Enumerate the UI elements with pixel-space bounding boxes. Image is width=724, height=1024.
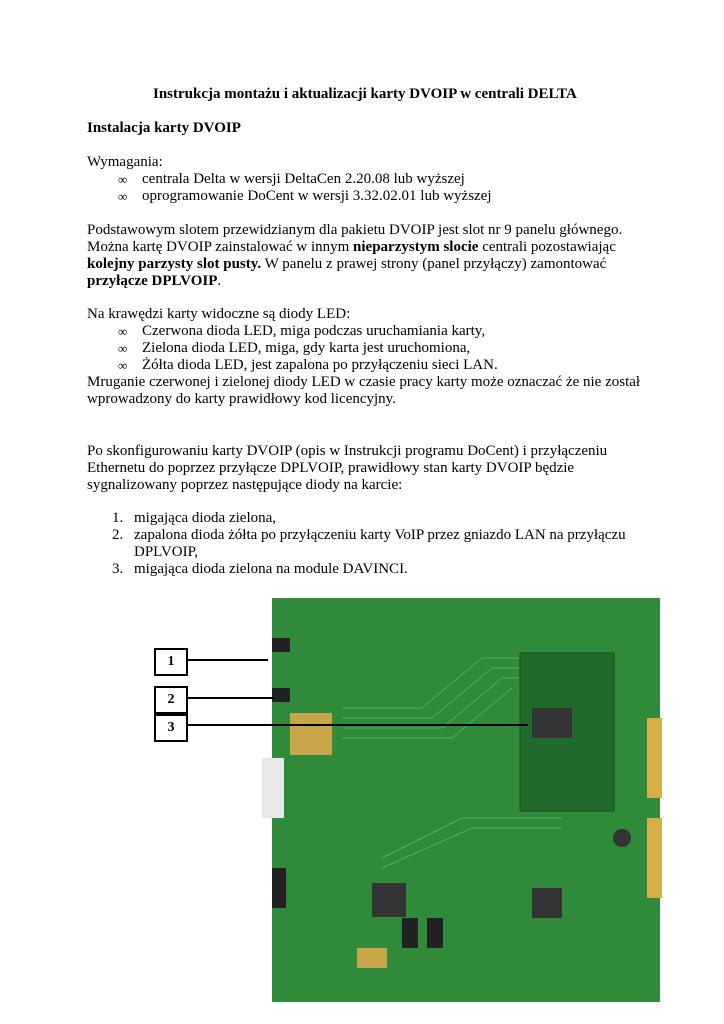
led-note: wprowadzony do karty prawidłowy kod lice… <box>87 391 396 407</box>
bullet-icon: ∞ <box>118 324 128 339</box>
requirements-label: Wymagania: <box>87 154 163 170</box>
install-paragraph-line: kolejny parzysty slot pusty. W panelu z … <box>87 256 607 272</box>
section-heading: Instalacja karty DVOIP <box>87 120 241 136</box>
callout-leader-line <box>188 724 528 726</box>
list-number: 3. <box>112 561 124 577</box>
callout-3: 3 <box>154 714 188 742</box>
config-list-item: migająca dioda zielona na module DAVINCI… <box>134 561 408 577</box>
led-item: Żółta dioda LED, jest zapalona po przyłą… <box>142 357 498 373</box>
led-item: Zielona dioda LED, miga, gdy karta jest … <box>142 340 471 356</box>
bullet-icon: ∞ <box>118 189 128 204</box>
bullet-icon: ∞ <box>118 341 128 356</box>
config-paragraph-line: Ethernetu do poprzez przyłącze DPLVOIP, … <box>87 460 575 476</box>
config-list-item-cont: DPLVOIP, <box>134 544 199 560</box>
bullet-icon: ∞ <box>118 358 128 373</box>
config-paragraph-line: Po skonfigurowaniu karty DVOIP (opis w I… <box>87 443 608 459</box>
requirement-item: oprogramowanie DoCent w wersji 3.32.02.0… <box>142 188 492 204</box>
led-intro: Na krawędzi karty widoczne są diody LED: <box>87 306 351 322</box>
callout-leader-line <box>188 659 268 661</box>
config-paragraph-line: sygnalizowany poprzez następujące diody … <box>87 477 403 493</box>
install-paragraph-line: przyłącze DPLVOIP. <box>87 273 222 289</box>
bullet-icon: ∞ <box>118 172 128 187</box>
led-note: Mruganie czerwonej i zielonej diody LED … <box>87 374 641 390</box>
install-paragraph-line: Można kartę DVOIP zainstalować w innym n… <box>87 239 616 255</box>
led-item: Czerwona dioda LED, miga podczas urucham… <box>142 323 486 339</box>
callout-2: 2 <box>154 686 188 714</box>
callout-leader-line <box>188 697 274 699</box>
config-list-item: migająca dioda zielona, <box>134 510 277 526</box>
page-title: Instrukcja montażu i aktualizacji karty … <box>153 86 577 102</box>
install-paragraph-line: Podstawowym slotem przewidzianym dla pak… <box>87 222 623 238</box>
requirement-item: centrala Delta w wersji DeltaCen 2.20.08… <box>142 171 465 187</box>
dvoip-card-photo <box>262 598 662 1002</box>
callout-1: 1 <box>154 648 188 676</box>
config-list-item: zapalona dioda żółta po przyłączeniu kar… <box>134 527 626 543</box>
list-number: 1. <box>112 510 124 526</box>
list-number: 2. <box>112 527 124 543</box>
